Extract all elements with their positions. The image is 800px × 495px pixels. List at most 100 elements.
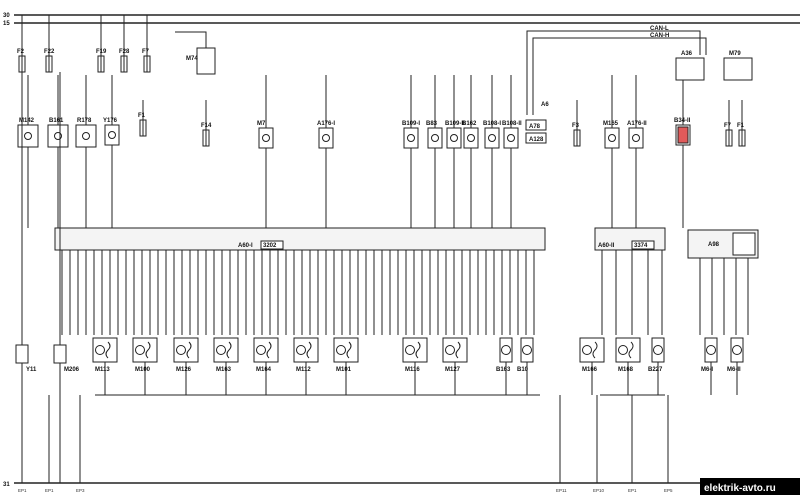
motor-symbol [256,345,266,355]
motor-label: M112 [296,367,311,373]
component-symbol [431,134,439,142]
component-label: B108-II [502,121,522,127]
fuse-label: F7 [724,123,732,129]
fuse-label: F1 [138,113,146,119]
component-label: A176-II [627,121,647,127]
ground-label: EP10 [593,488,605,493]
component-symbol [54,132,62,140]
component-label: A128 [529,137,544,143]
component-8 [446,127,462,149]
component-label: B161 [49,118,64,124]
left-device-0 [15,344,29,364]
component-label: R178 [77,118,92,124]
fuse-label: F1 [737,123,745,129]
motor-symbol [216,345,226,355]
component-16 [628,127,644,149]
power-rails: 30 15 31 [3,13,800,488]
motor-symbol [501,345,511,355]
component-14 [525,132,547,144]
component-6 [403,127,419,149]
motor-label: B10 [517,367,529,373]
harness-wires [61,250,749,335]
motor-pot [226,341,232,359]
component-symbol [82,132,90,140]
heater-element [677,126,689,144]
motor-label: M127 [445,367,461,373]
motor-label: M6-I [701,367,713,373]
motor-pot [346,341,352,359]
component-label: A36 [681,51,693,57]
ground-label: EP5 [664,488,673,493]
motor-2 [173,337,199,363]
ground-label: EP1 [628,488,637,493]
left-device-label: M206 [64,367,80,373]
component-19 [723,57,753,81]
ground-label: EP3 [76,488,85,493]
fuse-label: F28 [119,49,130,55]
motor-pot [186,341,192,359]
motor-label: M6-II [727,367,741,373]
motor-pot [415,341,421,359]
component-label: A78 [529,124,541,130]
motor-label: M126 [176,367,192,373]
controller-a60-i-code: 3202 [263,243,277,249]
motor-symbol [732,345,742,355]
controller-a60-ii-label: A60-II [598,243,615,249]
component-1 [47,124,69,148]
rail-30-label: 30 [3,13,10,19]
component-symbol [24,132,32,140]
component-label: B108-I [483,121,501,127]
component-label: B83 [426,121,438,127]
ground-label: EP11 [556,488,567,493]
component-label: B34-II [674,118,691,124]
motor-label: M168 [618,367,634,373]
motor-label: B163 [496,367,511,373]
motor-label: B227 [648,367,663,373]
relay-m74-label: M74 [186,56,198,62]
component-label: Y176 [103,118,118,124]
motor-8 [442,337,468,363]
component-4 [258,127,274,149]
rail-31-label: 31 [3,482,10,488]
component-label: B162 [462,121,477,127]
component-18 [675,57,705,81]
motor-pot [455,341,461,359]
motor-label: M113 [95,367,110,373]
motor-pot [266,341,272,359]
component-symbol [632,134,640,142]
component-label: B109-II [445,121,465,127]
motor-symbol [653,345,663,355]
component-label: M142 [19,118,35,124]
component-label: A176-I [317,121,335,127]
motor-label: M166 [582,367,598,373]
can-h-label: CAN-H [650,33,669,39]
controller-a60-ii-code: 3374 [634,243,648,249]
component-13 [525,119,547,131]
component-15 [604,127,620,149]
component-label: A6 [541,102,549,108]
site-watermark: elektrik-avto.ru [700,478,800,495]
component-symbol [608,134,616,142]
component-10 [484,127,500,149]
controller-a98-label: A98 [708,242,720,248]
ground-label: EP1 [18,488,27,493]
left-device-1 [53,344,67,364]
fuse-label: F7 [142,49,150,55]
fuse-label: F2 [17,49,25,55]
component-label: M165 [603,121,619,127]
can-l-wire [526,30,701,115]
motor-6 [333,337,359,363]
rail-15-label: 15 [3,21,10,27]
motor-symbol [405,345,415,355]
motor-pot [145,341,151,359]
motor-pot [306,341,312,359]
motor-symbol [706,345,716,355]
component-5 [318,127,334,149]
fuse-label: F22 [44,49,55,55]
motor-4 [253,337,279,363]
component-11 [503,127,519,149]
component-label: M7 [257,121,266,127]
